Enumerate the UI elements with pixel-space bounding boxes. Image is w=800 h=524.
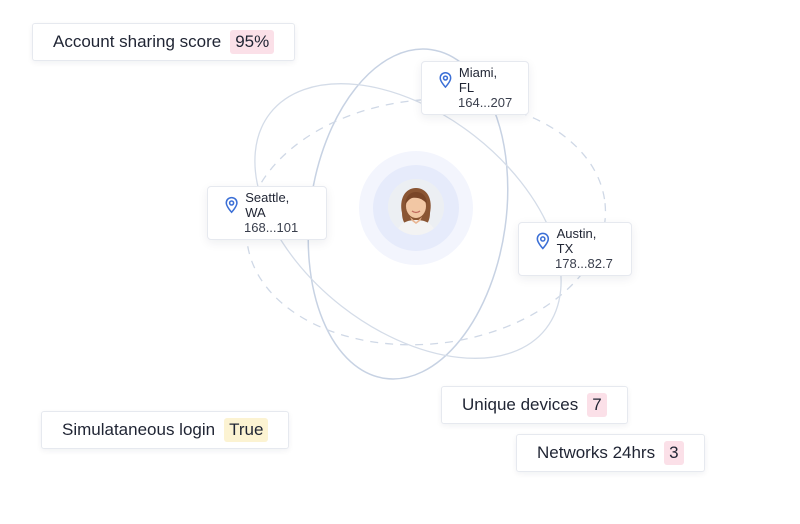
user-avatar-group [359, 151, 473, 265]
location-pin-icon [225, 196, 238, 214]
location-city: Miami, FL [458, 65, 498, 95]
unique-devices-card: Unique devices 7 [441, 386, 628, 424]
location-card-miami: Miami, FL 164...207 [421, 61, 529, 115]
location-ip: 178...82.7 [555, 256, 613, 271]
user-avatar [388, 179, 444, 235]
account-sharing-score-card: Account sharing score 95% [32, 23, 296, 61]
location-pin-icon [439, 71, 452, 89]
unique-devices-label: Unique devices [462, 395, 579, 414]
location-ip: 164...207 [458, 95, 513, 110]
account-sharing-score-label: Account sharing score [53, 32, 222, 51]
simultaneous-login-card: Simulataneous login True [41, 411, 290, 449]
orbit-tilted [254, 83, 562, 359]
location-city: Austin, TX [556, 226, 597, 256]
unique-devices-badge: 7 [587, 393, 607, 417]
location-pin-icon [536, 232, 550, 250]
location-card-seattle: Seattle, WA 168...101 [207, 186, 327, 240]
location-ip: 168...101 [244, 220, 299, 235]
networks-24hrs-badge: 3 [664, 441, 684, 465]
account-sharing-score-badge: 95% [230, 30, 275, 54]
location-city: Seattle, WA [245, 190, 290, 220]
orbit-dashed [245, 98, 607, 346]
location-card-austin: Austin, TX 178...82.7 [518, 222, 632, 276]
networks-24hrs-label: Networks 24hrs [537, 443, 656, 462]
simultaneous-login-label: Simulataneous login [62, 420, 216, 439]
networks-24hrs-card: Networks 24hrs 3 [516, 434, 705, 472]
simultaneous-login-badge: True [224, 418, 269, 442]
